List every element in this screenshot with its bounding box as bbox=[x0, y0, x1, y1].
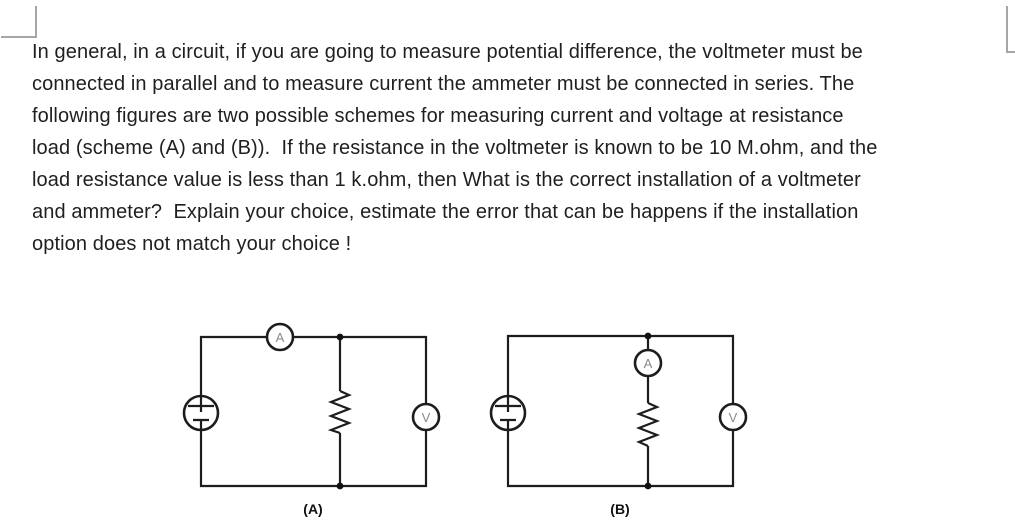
voltmeter-letter: V bbox=[422, 410, 431, 425]
page-corner-mark-top-right bbox=[1006, 6, 1015, 53]
voltmeter-icon: V bbox=[718, 402, 748, 432]
junction-dot bbox=[644, 332, 652, 340]
circuit-figure: A V (A) bbox=[182, 322, 748, 517]
junction-dot bbox=[336, 482, 344, 490]
ammeter-letter: A bbox=[644, 356, 653, 371]
question-text-line: following figures are two possible schem… bbox=[32, 105, 844, 127]
circuit-b-diagram: A V (B) bbox=[489, 332, 748, 517]
junction-dot bbox=[336, 333, 344, 341]
junction-dot bbox=[644, 482, 652, 490]
circuit-b-label: (B) bbox=[610, 501, 629, 517]
question-text-line: and ammeter? Explain your choice, estima… bbox=[32, 201, 859, 223]
question-text-line: option does not match your choice ! bbox=[32, 233, 352, 255]
wire bbox=[199, 335, 428, 488]
battery-icon bbox=[489, 394, 527, 432]
voltmeter-icon: V bbox=[411, 402, 441, 432]
question-text-line: load resistance value is less than 1 k.o… bbox=[32, 169, 861, 191]
circuit-a-diagram: A V (A) bbox=[182, 322, 441, 517]
circuit-a-label: (A) bbox=[303, 501, 322, 517]
question-text-line: connected in parallel and to measure cur… bbox=[32, 73, 855, 95]
question-text-line: In general, in a circuit, if you are goi… bbox=[32, 41, 863, 63]
page-corner-mark-top-left bbox=[1, 6, 37, 38]
ammeter-letter: A bbox=[276, 330, 285, 345]
battery-icon bbox=[182, 394, 220, 432]
wire bbox=[506, 334, 735, 488]
question-text: In general, in a circuit, if you are goi… bbox=[32, 36, 997, 260]
ammeter-icon: A bbox=[265, 322, 295, 352]
resistor-icon bbox=[327, 389, 353, 435]
resistor-icon bbox=[635, 401, 661, 448]
question-text-line: load (scheme (A) and (B)). If the resist… bbox=[32, 137, 878, 159]
ammeter-icon: A bbox=[633, 348, 663, 378]
voltmeter-letter: V bbox=[729, 410, 738, 425]
